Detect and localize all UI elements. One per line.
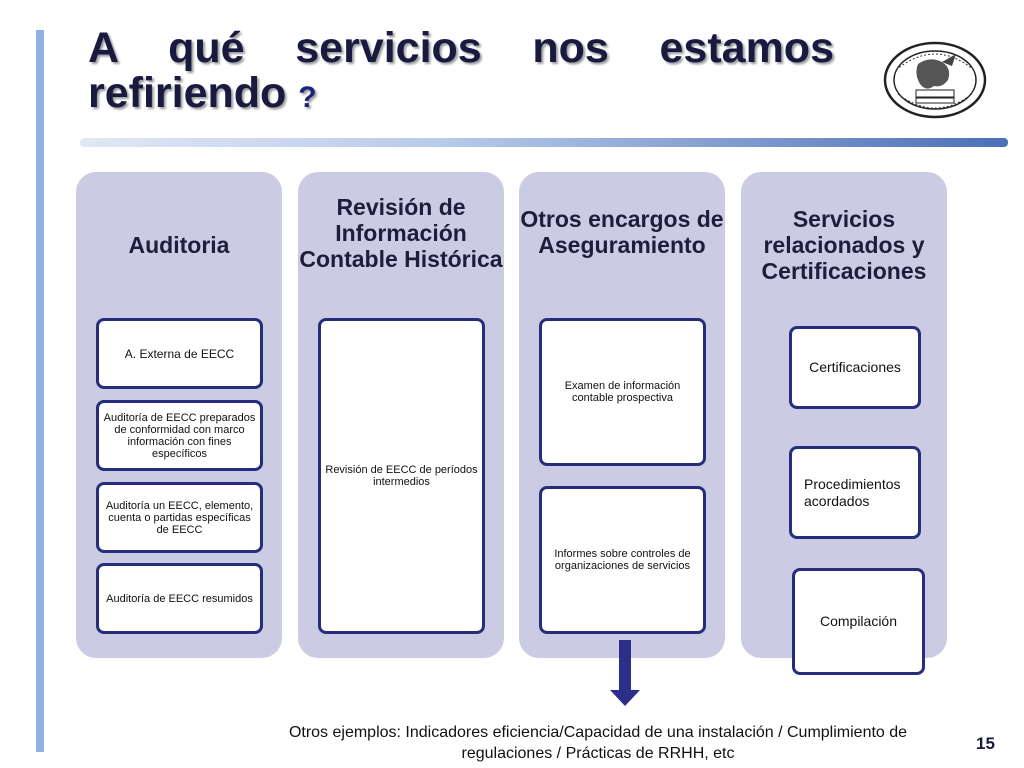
slide-title-text: A qué servicios nos estamos refiriendo bbox=[88, 24, 834, 117]
service-box: Auditoría de EECC preparados de conformi… bbox=[96, 400, 263, 471]
left-accent-bar bbox=[36, 30, 44, 752]
university-seal-logo bbox=[883, 41, 987, 119]
service-box: Revisión de EECC de períodos intermedios bbox=[318, 318, 485, 634]
column-title: Auditoria bbox=[128, 232, 230, 258]
page-number: 15 bbox=[976, 734, 995, 753]
service-box: Informes sobre controles de organizacion… bbox=[539, 486, 706, 634]
column-title: Otros encargos de Aseguramiento bbox=[520, 206, 724, 258]
title-divider bbox=[80, 138, 1008, 147]
slide-title-question-mark: ? bbox=[298, 81, 317, 114]
column-auditoria: Auditoria A. Externa de EECC Auditoría d… bbox=[76, 172, 282, 658]
slide-title: A qué servicios nos estamos refiriendo ? bbox=[88, 26, 834, 120]
down-arrow-icon bbox=[610, 640, 640, 706]
service-box: Auditoría de EECC resumidos bbox=[96, 563, 263, 634]
column-revision-informacion: Revisión de Información Contable Históri… bbox=[298, 172, 504, 658]
service-box: Certificaciones bbox=[789, 326, 921, 409]
service-box: Procedimientos acordados bbox=[789, 446, 921, 539]
service-box: Auditoría un EECC, elemento, cuenta o pa… bbox=[96, 482, 263, 553]
column-title: Revisión de Información Contable Históri… bbox=[299, 194, 503, 272]
column-otros-encargos: Otros encargos de Aseguramiento Examen d… bbox=[519, 172, 725, 658]
service-box: Examen de información contable prospecti… bbox=[539, 318, 706, 466]
footer-note: Otros ejemplos: Indicadores eficiencia/C… bbox=[288, 724, 908, 762]
service-box: A. Externa de EECC bbox=[96, 318, 263, 389]
service-box: Compilación bbox=[792, 568, 925, 675]
column-title: Servicios relacionados y Certificaciones bbox=[761, 206, 927, 284]
